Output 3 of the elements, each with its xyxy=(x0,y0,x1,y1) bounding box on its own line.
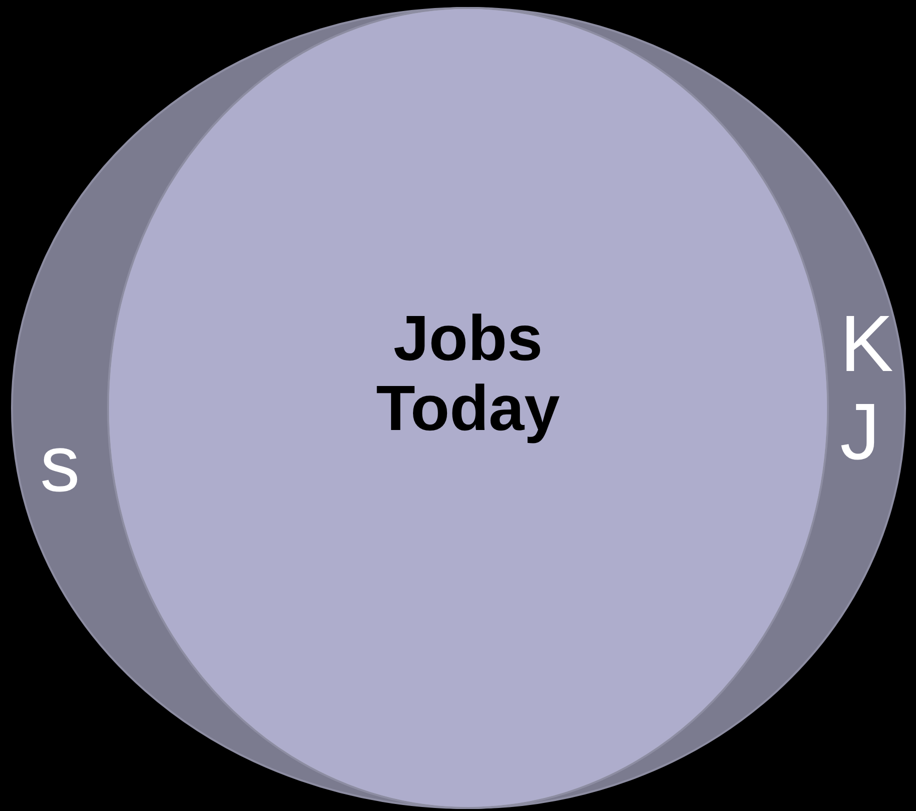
circle-label: s xyxy=(40,420,81,508)
circle-label: Jobs Today xyxy=(375,303,561,444)
circle-label: K J xyxy=(840,300,894,476)
